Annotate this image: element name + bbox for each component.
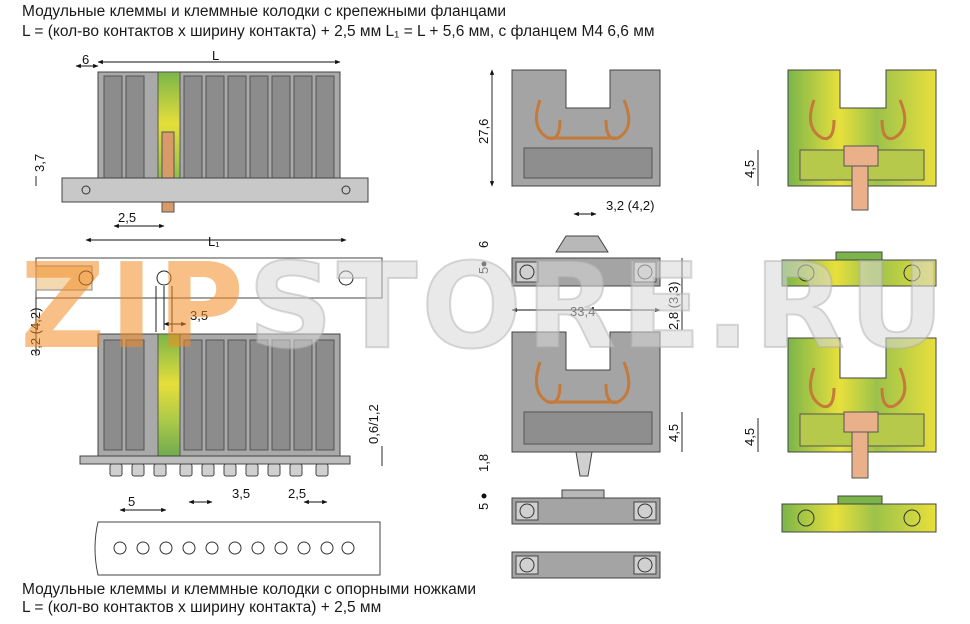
dim-3-2-4-2-left: 3,2 (4,2) — [28, 308, 43, 356]
gray-terminal-front-top — [511, 69, 661, 187]
feet-block-side-view — [79, 333, 351, 477]
dim-3-7: 3,7 — [32, 154, 47, 172]
dim-6-mid: 6 — [476, 241, 491, 248]
dim-0-6-1-2: 0,6/1,2 — [366, 404, 381, 444]
dim-33-4: 33,4 — [570, 304, 595, 319]
ground-terminal-top-view-a — [781, 251, 937, 287]
gray-terminal-front-bottom — [511, 331, 661, 477]
gray-terminal-top-view-b — [511, 489, 661, 525]
dim-2-8-3-3: 2,8 (3,3) — [666, 282, 681, 330]
gray-terminal-top-view-c — [511, 551, 661, 579]
caption-top-formula: L = (кол-во контактов x ширину контакта)… — [22, 23, 655, 40]
dim-4-5-right-b: 4,5 — [742, 428, 757, 446]
dim-4-5-mid: 4,5 — [666, 424, 681, 442]
dim-L: L — [212, 48, 219, 63]
ground-terminal-front-bottom — [787, 337, 937, 479]
ground-terminal-front-top — [787, 69, 937, 211]
caption-bottom-title: Модульные клеммы и клеммные колодки с оп… — [22, 581, 477, 598]
dim-2-5-a: 2,5 — [118, 210, 136, 225]
dimension-lines — [35, 59, 759, 513]
flange-rail-strip — [35, 257, 383, 332]
dim-5-bottom: 5 — [128, 494, 135, 509]
feet-drill-strip — [94, 521, 381, 576]
dim-5-mid-a: 5 — [476, 267, 491, 274]
dim-6-top: 6 — [82, 52, 89, 67]
dim-27-6: 27,6 — [476, 119, 491, 144]
dim-3-2-4-2-mid: 3,2 (4,2) — [606, 198, 654, 213]
dim-5-mid-b: 5 — [476, 503, 491, 510]
flange-block-top-view — [61, 71, 369, 213]
dim-1-8: 1,8 — [476, 454, 491, 472]
dim-3-5-a: 3,5 — [190, 308, 208, 323]
caption-top-title: Модульные клеммы и клеммные колодки с кр… — [22, 3, 507, 20]
gray-terminal-top-view-a — [511, 235, 661, 287]
ground-terminal-top-view-b — [781, 495, 937, 533]
dim-3-5-b: 3,5 — [232, 486, 250, 501]
dimension-bullets — [481, 261, 487, 499]
caption-bottom-formula: L = (кол-во контактов x ширину контакта)… — [22, 599, 382, 616]
dimension-labels: 6 L 3,7 2,5 L₁ 3,2 (4,2) 3,5 0,6/1,2 5 3… — [28, 48, 757, 510]
dim-4-5-right-a: 4,5 — [742, 160, 757, 178]
dim-L1: L₁ — [208, 234, 220, 249]
dim-2-5-b: 2,5 — [288, 486, 306, 501]
